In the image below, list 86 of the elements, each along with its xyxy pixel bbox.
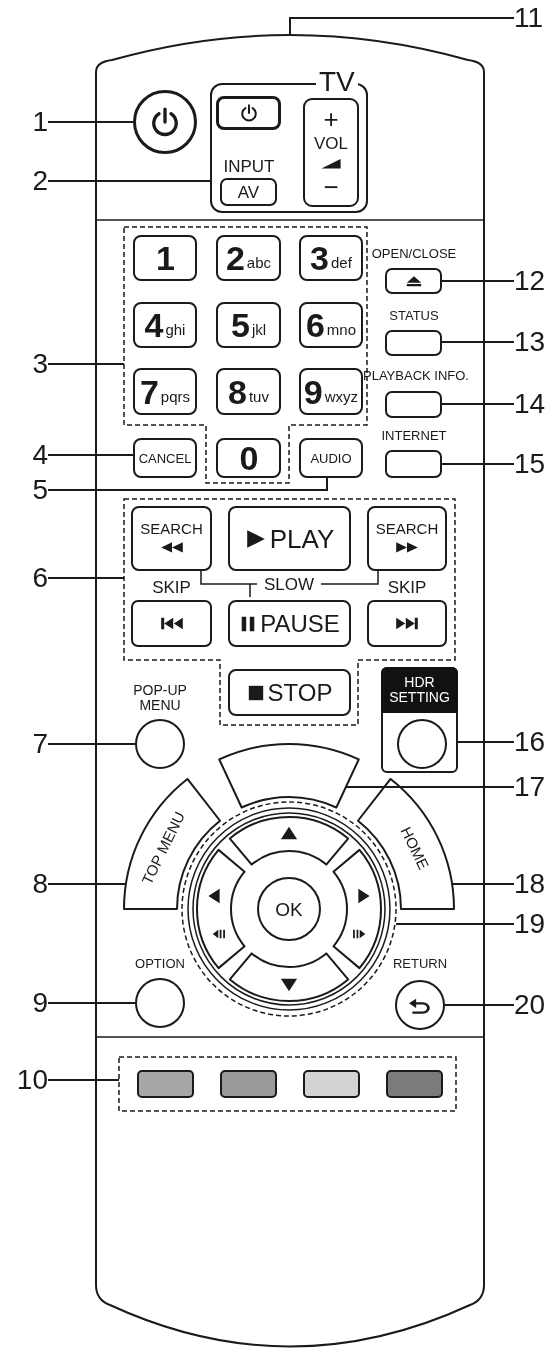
callout-number: 3 — [4, 349, 48, 379]
callout-number: 9 — [4, 988, 48, 1018]
button-label: OPEN/CLOSE — [371, 247, 457, 262]
number-key: 3def — [299, 235, 363, 281]
callout-number: 11 — [514, 3, 554, 33]
input-button: AV — [220, 178, 277, 206]
color-key — [137, 1070, 194, 1098]
leader-line — [47, 454, 134, 456]
callout-number: 15 — [514, 449, 554, 479]
callout-number: 6 — [4, 563, 48, 593]
leader-line — [47, 1002, 136, 1004]
remote-button: AUDIO — [299, 438, 363, 478]
tv-power-button — [216, 96, 281, 130]
arc-button — [219, 744, 359, 808]
number-key: 6mno — [299, 302, 363, 348]
callout-number: 20 — [514, 990, 554, 1020]
color-key — [220, 1070, 277, 1098]
number-key: 5jkl — [216, 302, 281, 348]
remote-button: SEARCH — [367, 506, 447, 571]
leader-line — [47, 883, 127, 885]
leader-line — [47, 1079, 120, 1081]
pause-button: PAUSE — [228, 600, 351, 647]
button-label: RETURN — [392, 957, 448, 972]
leader-line — [47, 577, 125, 579]
power-button — [133, 90, 197, 154]
leader-line — [441, 280, 515, 282]
remote-button: CANCEL — [133, 438, 197, 478]
leader-line — [289, 17, 515, 36]
volume-button: + VOL − — [303, 98, 359, 207]
dashed-outline — [124, 499, 455, 725]
button-label: INPUT — [223, 158, 275, 177]
callout-number: 2 — [4, 166, 48, 196]
callout-number: 5 — [4, 475, 48, 505]
arrow-key — [229, 817, 349, 865]
callout-number: 7 — [4, 729, 48, 759]
color-key — [303, 1070, 360, 1098]
leader-line — [47, 743, 136, 745]
button-label: STATUS — [389, 309, 439, 324]
callout-number: 19 — [514, 909, 554, 939]
panel-header: HDR SETTING — [381, 667, 458, 713]
number-key: 4ghi — [133, 302, 197, 348]
dashed-outline — [119, 1057, 456, 1111]
number-key: 8tuv — [216, 368, 281, 415]
callout-number: 16 — [514, 727, 554, 757]
leader-line — [47, 477, 328, 491]
button-label: INTERNET — [381, 429, 447, 444]
ok-button: OK — [257, 877, 321, 941]
number-key: 2abc — [216, 235, 281, 281]
arrow-key — [333, 849, 381, 969]
leader-line — [451, 883, 515, 885]
stop-button: STOP — [228, 669, 351, 716]
leader-line — [47, 121, 134, 123]
leader-line — [395, 923, 515, 925]
button-label: PLAYBACK INFO. — [363, 369, 469, 384]
button-label: SKIP — [152, 579, 191, 598]
callout-number: 17 — [514, 772, 554, 802]
callout-number: 18 — [514, 869, 554, 899]
number-key: 0 — [216, 438, 281, 478]
leader-line — [441, 403, 515, 405]
play-button: PLAY — [228, 506, 351, 571]
button-panel — [381, 667, 458, 773]
leader-line — [47, 363, 125, 365]
leader-line — [444, 1004, 515, 1006]
arrow-key — [229, 953, 349, 1001]
arrow-key — [197, 849, 245, 969]
callout-number: 10 — [4, 1065, 48, 1095]
leader-line — [345, 786, 515, 788]
remote-button: SEARCH — [131, 506, 212, 571]
number-key: 1 — [133, 235, 197, 281]
callout-number: 12 — [514, 266, 554, 296]
leader-line — [47, 180, 211, 182]
callout-number: 1 — [4, 107, 48, 137]
round-button — [397, 719, 447, 769]
button-label: SKIP — [387, 579, 427, 598]
button-label: OPTION — [135, 957, 185, 972]
button-label: POP-UP MENU — [132, 683, 188, 714]
number-key: 9wxyz — [299, 368, 363, 415]
color-key — [386, 1070, 443, 1098]
leader-line — [441, 463, 515, 465]
number-key: 7pqrs — [133, 368, 197, 415]
callout-number: 13 — [514, 327, 554, 357]
callout-number: 8 — [4, 869, 48, 899]
group-label: SLOW — [263, 575, 315, 593]
leader-line — [441, 341, 515, 343]
callout-number: 14 — [514, 389, 554, 419]
callout-number: 4 — [4, 440, 48, 470]
